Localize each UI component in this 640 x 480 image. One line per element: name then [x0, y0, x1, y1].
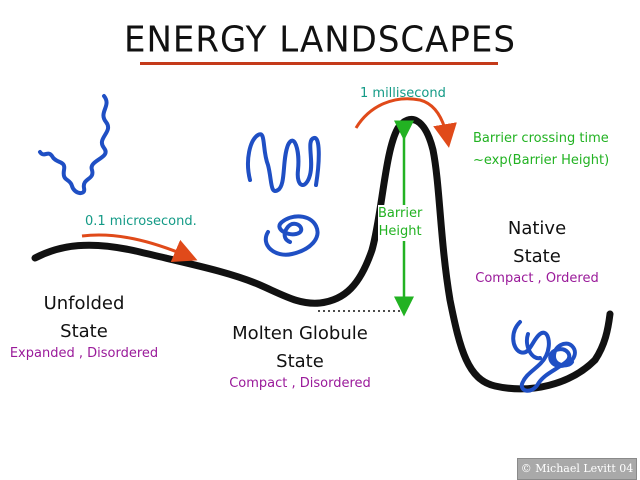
molten-globule-desc: Compact , Disordered: [229, 376, 371, 391]
native-state-desc: Compact , Ordered: [475, 271, 599, 286]
unfolded-state-name1: Unfolded: [43, 293, 125, 314]
molten-globule-name2: State: [276, 351, 324, 372]
native-state-name2: State: [513, 246, 561, 267]
molten-globule-chain-2: [263, 214, 320, 257]
barrier-crossing-label: Barrier crossing time ~exp(Barrier Heigh…: [473, 128, 609, 172]
unfolded-protein-chain: [38, 94, 110, 195]
barrier-crossing-line1: Barrier crossing time: [473, 131, 609, 146]
first-transition-arrow: [81, 233, 198, 262]
native-protein-chain: [511, 320, 577, 393]
diagram-title: ENERGY LANDSCAPES: [124, 19, 516, 61]
barrier-height-line2: Height: [378, 224, 422, 239]
first-timescale-label: 0.1 microsecond.: [85, 214, 197, 229]
barrier-crossing-line2: ~exp(Barrier Height): [473, 153, 610, 168]
unfolded-state-desc: Expanded , Disordered: [9, 346, 159, 361]
barrier-timescale-label: 1 millisecond: [360, 86, 446, 101]
copyright-credit: © Michael Levitt 04: [517, 458, 637, 480]
barrier-height-line1: Barrier: [378, 206, 423, 221]
molten-globule-chain-1: [246, 132, 321, 193]
unfolded-state-name2: State: [60, 321, 108, 342]
native-state-label: Native State Compact , Ordered: [462, 215, 612, 286]
barrier-height-label: Barrier Height: [378, 205, 423, 241]
title-underline: [140, 62, 498, 65]
barrier-transition-arrow: [354, 97, 457, 148]
molten-globule-name1: Molten Globule: [232, 323, 368, 344]
native-state-name1: Native: [507, 218, 567, 239]
unfolded-state-label: Unfolded State Expanded , Disordered: [4, 290, 164, 361]
molten-globule-state-label: Molten Globule State Compact , Disordere…: [220, 320, 380, 391]
